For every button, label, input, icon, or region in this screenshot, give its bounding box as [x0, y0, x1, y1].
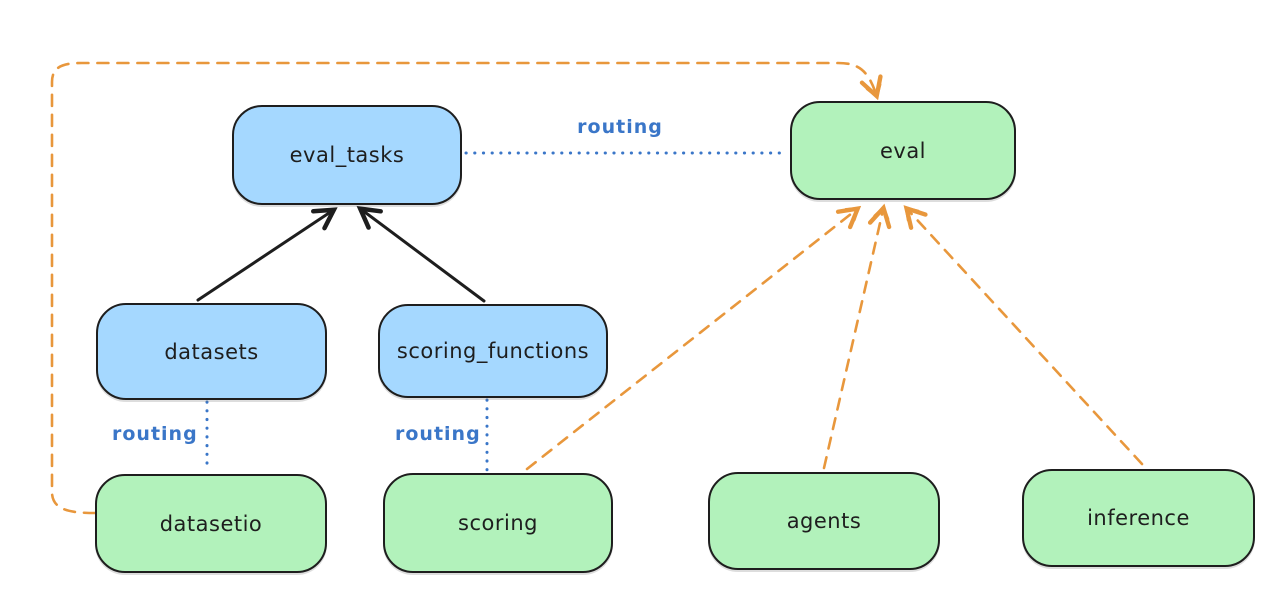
node-datasetio: datasetio	[95, 474, 327, 573]
node-inference-label: inference	[1087, 506, 1190, 530]
node-inference: inference	[1022, 469, 1255, 567]
edge-datasetio-to-eval-loop	[50, 61, 876, 515]
node-agents-label: agents	[786, 509, 862, 533]
edge-label-routing-datasets: routing	[112, 423, 198, 445]
node-agents: agents	[708, 472, 940, 570]
node-datasets: datasets	[96, 303, 327, 400]
node-scoring-functions: scoring_functions	[378, 304, 608, 398]
edge-label-routing-scoring: routing	[395, 423, 481, 445]
node-datasets-label: datasets	[164, 339, 259, 364]
node-scoring-label: scoring	[458, 511, 538, 535]
edge-inference-to-eval	[908, 210, 1144, 466]
node-eval-label: eval	[879, 138, 927, 163]
edge-scoring-to-eval	[525, 210, 856, 471]
node-eval: eval	[790, 101, 1016, 200]
edge-agents-to-eval	[822, 210, 883, 470]
edge-datasets-to-eval-tasks	[196, 211, 332, 302]
node-scoring-functions-label: scoring_functions	[396, 339, 590, 363]
node-eval-tasks: eval_tasks	[232, 105, 462, 205]
edge-scoring-functions-to-eval-tasks	[362, 210, 486, 303]
node-datasetio-label: datasetio	[159, 511, 263, 536]
node-eval-tasks-label: eval_tasks	[289, 143, 405, 167]
edge-label-routing-top: routing	[577, 116, 663, 138]
node-scoring: scoring	[383, 473, 613, 573]
